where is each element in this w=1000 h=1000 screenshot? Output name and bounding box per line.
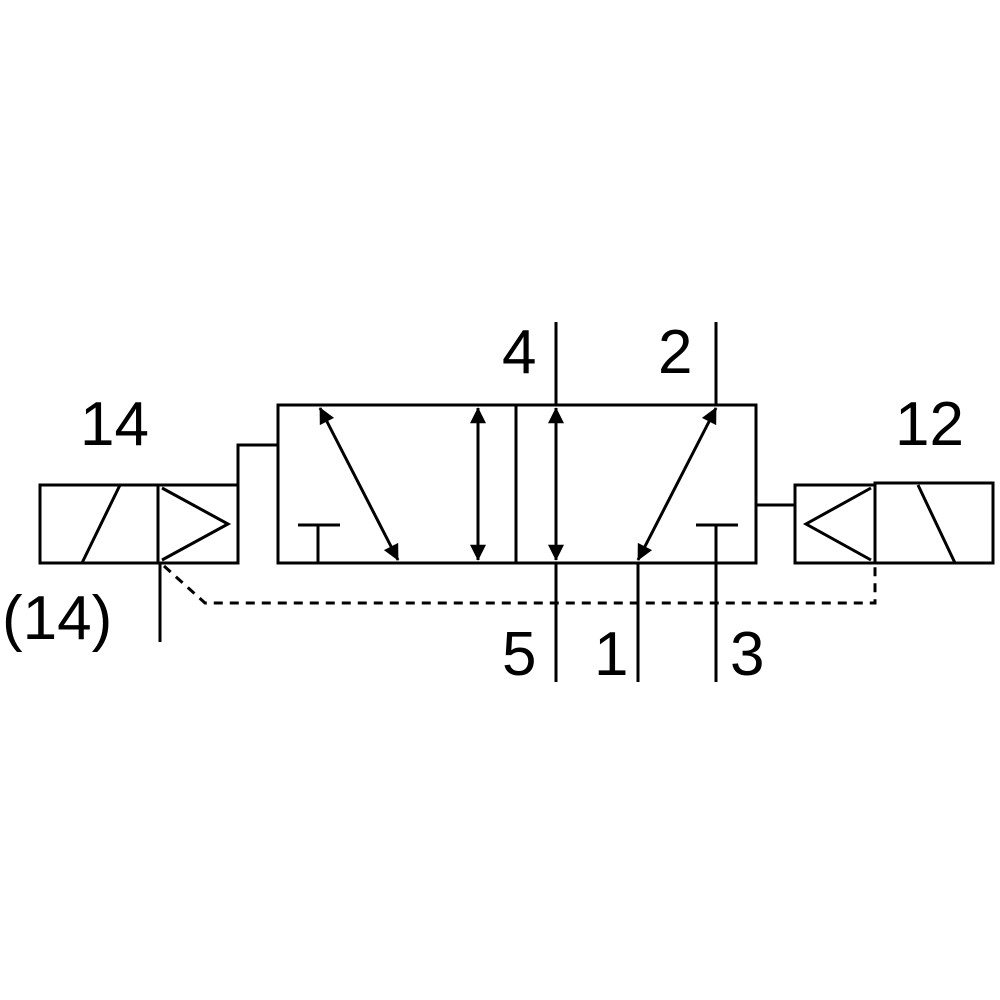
port-3-label: 3 xyxy=(730,620,765,689)
right-diagonal-flow-arrow xyxy=(636,407,718,561)
left-solenoid xyxy=(38,483,160,565)
right-pilot-triangle xyxy=(802,486,872,562)
right-valve-envelope xyxy=(514,403,758,565)
left-diagonal-flow-arrow xyxy=(318,407,400,561)
left-solenoid-winding xyxy=(80,484,122,564)
pilot-14-label: 14 xyxy=(80,390,149,459)
pilot-14-paren-label: (14) xyxy=(2,584,113,653)
right-solenoid xyxy=(873,481,995,565)
port-1-label: 1 xyxy=(594,620,629,689)
pilot-dashed-line xyxy=(162,563,877,605)
port-2-label: 2 xyxy=(658,318,693,387)
left-actuator-step xyxy=(236,443,280,563)
right-envelope-box xyxy=(514,403,758,565)
left-solenoid-coil xyxy=(38,483,160,565)
left-envelope-box xyxy=(276,403,518,565)
pilot-12-label: 12 xyxy=(895,390,964,459)
right-solenoid-winding xyxy=(916,484,957,564)
right-actuator-step xyxy=(754,503,797,563)
right-solenoid-coil xyxy=(873,481,995,565)
left-valve-envelope xyxy=(276,403,518,565)
port-4-label: 4 xyxy=(502,318,537,387)
right-pilot xyxy=(793,483,877,565)
left-pilot-triangle xyxy=(161,486,232,562)
port-5-label: 5 xyxy=(502,620,537,689)
left-pilot xyxy=(156,483,240,565)
